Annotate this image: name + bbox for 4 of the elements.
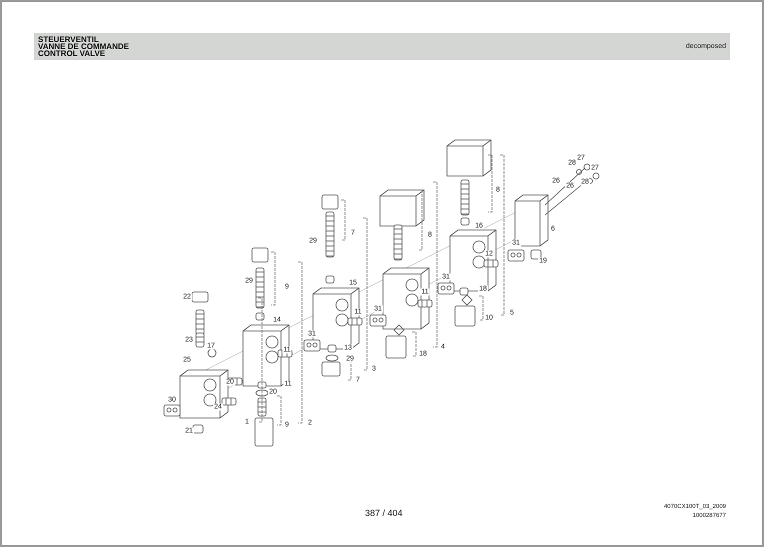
title-text: STEUERVENTIL (38, 36, 99, 44)
title-text: CONTROL VALVE (38, 50, 106, 58)
page-number: 387 / 404 (365, 509, 403, 518)
title-text: VANNE DE COMMANDE (38, 43, 129, 51)
